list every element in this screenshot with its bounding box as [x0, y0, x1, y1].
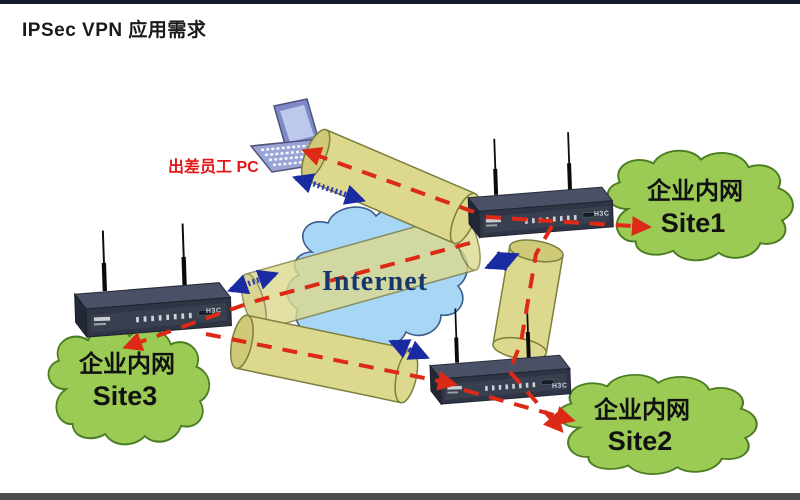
- top-frame-bar: [0, 0, 800, 4]
- router-site2: H3C: [427, 300, 572, 405]
- router-site3: H3C: [71, 221, 233, 338]
- vpn-flow-vertical-to-site2: [508, 370, 564, 434]
- router-site1-brand: H3C: [594, 210, 610, 218]
- link-site2-internet: [388, 339, 430, 360]
- router-site2-brand: H3C: [552, 382, 568, 390]
- site1-cloud: [606, 149, 794, 262]
- link-site1-internet: [484, 250, 520, 272]
- site2-cloud: [557, 373, 758, 476]
- site1-label-en: Site1: [661, 208, 726, 238]
- router-site3-brand: H3C: [206, 307, 222, 315]
- router-site1: H3C: [465, 130, 615, 239]
- vpn-flow-to-site1: [485, 215, 652, 236]
- page-title: IPSec VPN 应用需求: [22, 18, 207, 41]
- internet-label: Internet: [322, 266, 428, 297]
- vpn-flow-router2-to-site2: [463, 388, 576, 426]
- site2-label-en: Site2: [608, 426, 673, 456]
- vpn-flow-to-site3: [122, 241, 471, 352]
- bottom-frame-bar: [0, 493, 800, 500]
- pc-label: 出差员工 PC: [168, 157, 259, 176]
- site2-label-cn: 企业内网: [594, 396, 690, 424]
- link-site3-internet: [227, 269, 279, 295]
- vpn-flow-to-pc: [301, 147, 475, 214]
- vpn-flow-vertical-tunnel: [509, 225, 554, 369]
- site1-label-cn: 企业内网: [647, 177, 743, 205]
- site3-label-en: Site3: [93, 381, 158, 411]
- vpn-flow-site3-to-router2: [205, 332, 458, 391]
- site3-label-cn: 企业内网: [79, 350, 175, 378]
